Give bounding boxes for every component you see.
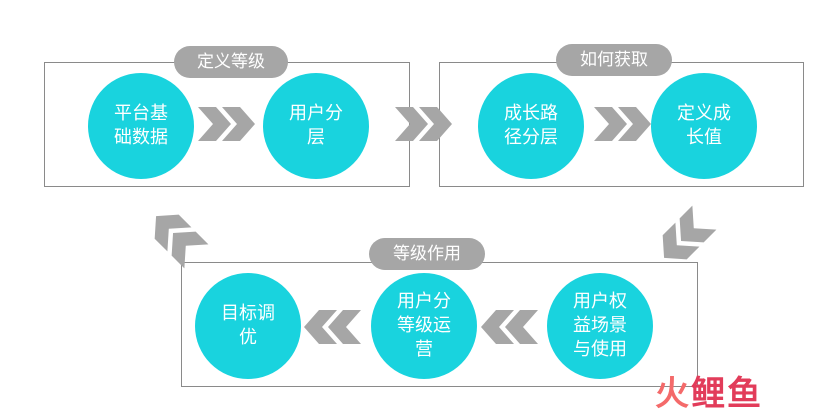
watermark-char: 鲤 [691,374,727,414]
group-title-define-level: 定义等级 [174,46,288,78]
watermark-char: 鱼 [727,374,763,414]
node-label: 用户分 层 [289,103,343,148]
chevron-right-icon [395,107,428,141]
chevron-right-icon [618,107,651,141]
node-label: 平台基 础数据 [114,103,168,148]
chevron-down-left-icon [679,205,717,243]
chevron-left-icon [304,310,337,344]
watermark-char: 火 [655,374,691,414]
group-title-how-to-get: 如何获取 [556,44,672,76]
chevron-right-icon [222,107,255,141]
node-user-level-operation: 用户分 等级运 营 [371,273,477,379]
node-platform-base-data: 平台基 础数据 [88,73,194,179]
node-label: 定义成 长值 [677,103,731,148]
node-user-layering: 用户分 层 [263,73,369,179]
node-define-growth-value: 定义成 长值 [651,73,757,179]
group-title-level-effect: 等级作用 [369,238,485,270]
node-label: 成长路 径分层 [504,103,558,148]
node-label: 目标调 优 [221,303,275,348]
node-label: 用户权 益场景 与使用 [573,291,627,360]
node-user-rights-scenarios: 用户权 益场景 与使用 [547,273,653,379]
chevron-down-left-icon [662,222,700,260]
chevron-up-left-icon [171,231,209,269]
chevron-right-icon [198,107,231,141]
chevron-up-left-icon [154,214,192,252]
node-label: 用户分 等级运 营 [397,291,451,360]
node-goal-optimization: 目标调 优 [195,273,301,379]
chevron-left-icon [328,310,361,344]
chevron-right-icon [419,107,452,141]
chevron-left-icon [505,310,538,344]
watermark-logo: 火鲤鱼 [655,374,763,414]
node-growth-path-layering: 成长路 径分层 [478,73,584,179]
chevron-left-icon [481,310,514,344]
chevron-right-icon [594,107,627,141]
